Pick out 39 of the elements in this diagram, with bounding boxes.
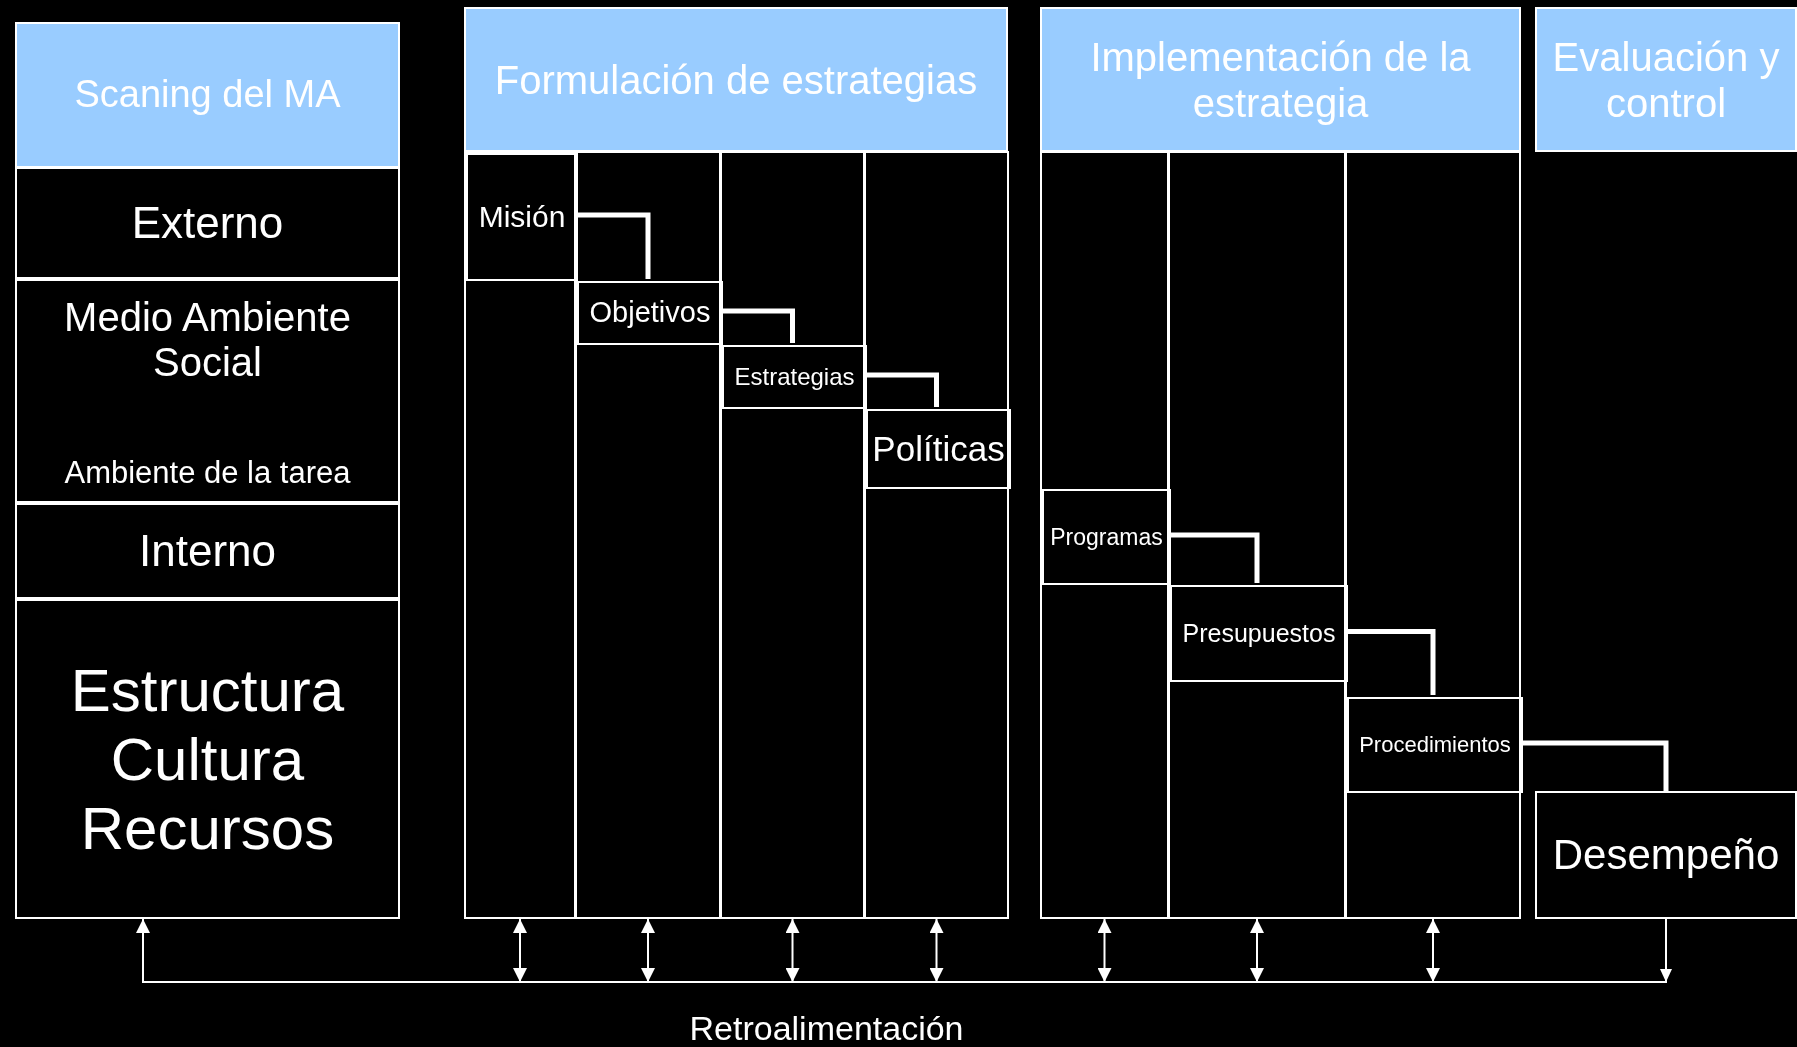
feedback-arrow (1097, 918, 1112, 983)
column-box (1040, 151, 1169, 919)
cell-text: Ambiente de la tarea (64, 455, 351, 491)
feedback-arrow (1426, 918, 1440, 983)
stage-cell: Desempeño (1535, 791, 1797, 919)
table-cell (15, 279, 400, 503)
column-box (464, 151, 576, 919)
stage-header: Scaning del MA (15, 22, 400, 168)
stage-header: Implementación de la estrategia (1040, 7, 1521, 152)
stage-cell: Interno (15, 503, 400, 599)
step-connector (576, 212, 651, 279)
cell-text: Medio Ambiente Social (63, 295, 352, 385)
column-box (720, 151, 865, 919)
column-box (575, 151, 721, 919)
step-connector (1521, 740, 1669, 791)
stage-cell: Programas (1042, 489, 1171, 585)
column-box (864, 151, 1009, 919)
feedback-arrow (1250, 918, 1264, 983)
column-box (1345, 151, 1521, 919)
stage-cell: Políticas (866, 409, 1011, 489)
feedback-arrow (641, 918, 655, 983)
stage-cell: Misión (466, 153, 578, 281)
stage-cell: Estructura Cultura Recursos (15, 599, 400, 919)
column-box (1168, 151, 1346, 919)
stage-cell: Objetivos (577, 281, 723, 345)
feedback-arrow (136, 918, 1672, 983)
feedback-arrow (929, 918, 944, 983)
stage-header: Formulación de estrategias (464, 7, 1008, 152)
stage-cell: Presupuestos (1170, 585, 1348, 682)
stage-cell: Estrategias (722, 345, 867, 409)
stage-header: Evaluación y control (1535, 7, 1797, 152)
step-connector (865, 372, 939, 407)
feedback-arrow (513, 918, 527, 983)
stage-cell: Externo (15, 167, 400, 279)
step-connector (1346, 629, 1436, 695)
stage-cell: Procedimientos (1347, 697, 1523, 793)
step-connector (721, 308, 795, 343)
step-connector (1169, 532, 1260, 583)
feedback-arrow (785, 918, 800, 983)
